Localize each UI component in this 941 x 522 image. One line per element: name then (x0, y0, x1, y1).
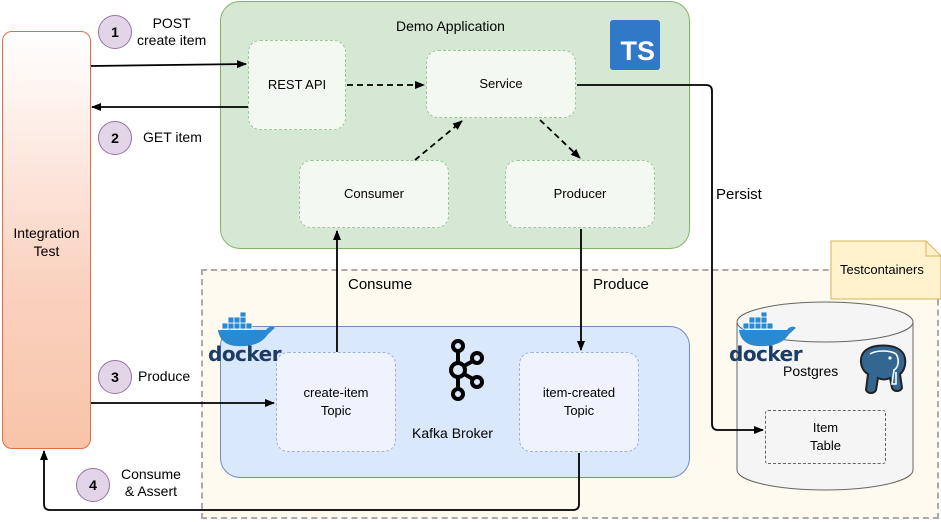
persist-arrow (577, 84, 764, 434)
step-2-badge: 2 (98, 121, 132, 155)
step-3-badge: 3 (98, 360, 132, 394)
consumer-box: Consumer (299, 160, 449, 228)
item-table-box: Item Table (765, 410, 886, 464)
step-2-label: GET item (143, 129, 202, 145)
rest-api-box: REST API (248, 40, 346, 130)
consume-label: Consume (348, 276, 413, 293)
step-1-label: POST create item (137, 15, 207, 48)
item-created-topic-box: item-created Topic (519, 352, 639, 452)
service-box: Service (426, 50, 576, 118)
test-consume-arrow (40, 450, 580, 511)
producer-box: Producer (505, 160, 655, 228)
consumer-to-service-arrow (414, 120, 463, 161)
step-4-badge: 4 (76, 468, 110, 502)
docker-logo-text: docker (729, 342, 803, 366)
docker-whale-icon (218, 312, 275, 347)
kafka-icon (449, 339, 484, 401)
integration-test-label: Integration Test (13, 225, 80, 259)
persist-label: Persist (716, 186, 762, 203)
docker-logo-text: docker (208, 342, 282, 366)
testcontainers-note-shape (830, 240, 941, 300)
post-arrow (90, 60, 247, 69)
demo-application-title: Demo Application (396, 18, 505, 34)
postgres-label: Postgres (783, 363, 839, 379)
step-4-label: Consume & Assert (121, 466, 181, 499)
step-3-label: Produce (138, 368, 191, 384)
typescript-icon: TS (610, 20, 660, 70)
docker-whale-icon (739, 312, 796, 347)
integration-test-box (2, 31, 91, 449)
step-1-badge: 1 (98, 15, 132, 49)
postgres-elephant-icon (860, 344, 907, 394)
service-to-producer-arrow (539, 119, 581, 159)
produce-label: Produce (593, 276, 649, 293)
testcontainers-label: Testcontainers (840, 262, 924, 277)
kafka-broker-label: Kafka Broker (412, 425, 493, 441)
create-item-topic-box: create-item Topic (276, 352, 396, 452)
